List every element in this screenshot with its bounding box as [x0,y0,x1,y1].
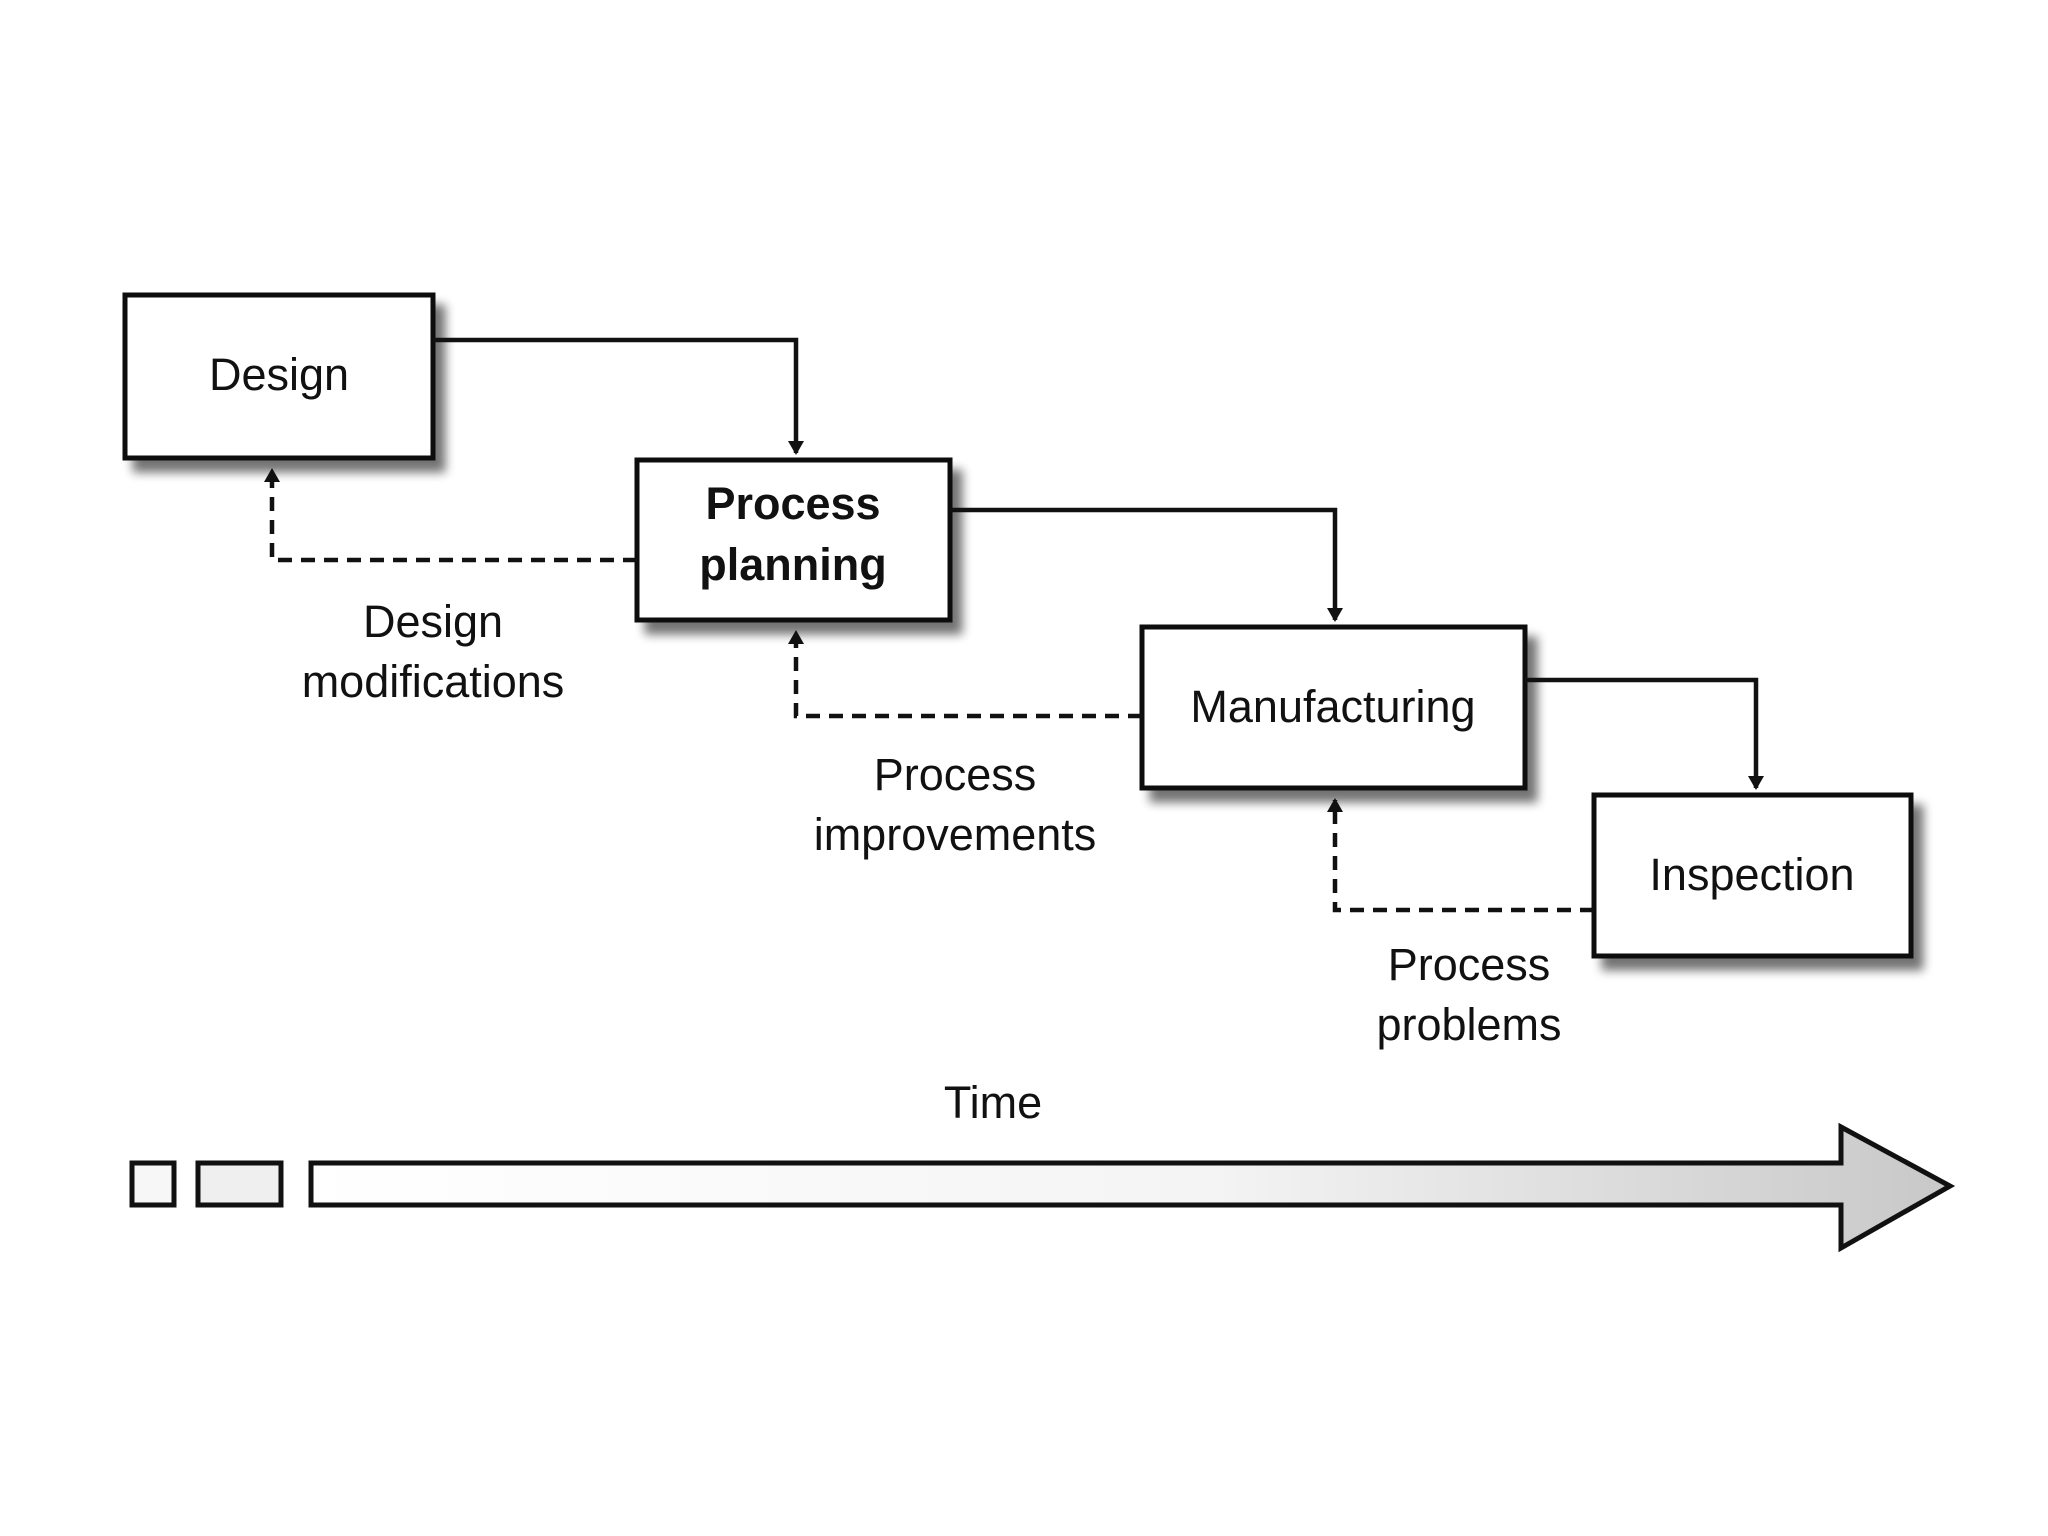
time-arrow-segment-small [129,1160,177,1208]
feedback-arrow-process-problems [1327,798,1594,913]
stage-process-planning-label-line2: planning [699,539,886,590]
time-arrow-segment-medium [195,1160,284,1208]
time-arrow-shaft-and-head [308,1122,1956,1253]
feedback-arrow-design-modifications [264,468,637,563]
stage-process-planning-box [634,457,953,623]
feedback-arrow-process-improvements [788,630,1142,719]
stage-manufacturing: Manufacturing [1139,624,1528,791]
feedback-label-process-improvements-line2: improvements [814,809,1097,860]
stage-manufacturing-label: Manufacturing [1190,681,1475,732]
feedback-label-design-modifications-line1: Design [363,596,503,647]
stage-design: Design [122,292,436,461]
stage-design-label: Design [209,349,349,400]
feedback-label-process-improvements-line1: Process [874,749,1037,800]
stage-inspection-box [1591,792,1914,959]
feedback-label-process-problems-line1: Process [1388,939,1551,990]
time-arrow [129,1122,1956,1253]
stage-process-planning-label-line1: Process [705,478,880,529]
stage-design-box [122,292,436,461]
stage-process-planning: Process planning [634,457,953,623]
flow-arrow-manufacturing-to-inspection [1525,677,1764,790]
stage-inspection-label: Inspection [1649,849,1854,900]
stage-manufacturing-box [1139,624,1528,791]
feedback-label-process-problems-line2: problems [1376,999,1561,1050]
flow-arrow-design-to-process-planning [433,337,804,455]
feedback-label-design-modifications-line2: modifications [302,656,565,707]
stage-inspection: Inspection [1591,792,1914,959]
flow-arrow-process-planning-to-manufacturing [950,507,1343,622]
time-label: Time [944,1077,1042,1128]
